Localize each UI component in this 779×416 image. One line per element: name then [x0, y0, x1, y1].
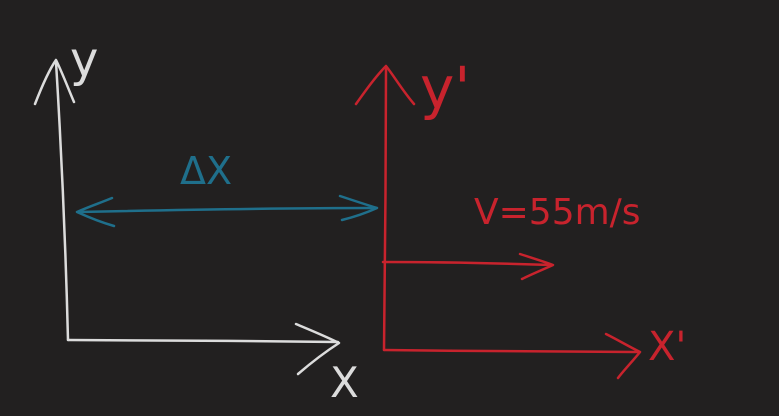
displacement-arrow	[76, 206, 378, 214]
frame-s-prime-y-arrowhead	[354, 64, 416, 106]
frame-s-prime-y-label: y'	[420, 54, 470, 122]
frame-s-x-label: X	[330, 358, 359, 407]
frame-s-prime-y-axis	[382, 66, 388, 352]
velocity-arrowhead	[518, 252, 555, 281]
displacement-right-arrowhead	[338, 194, 379, 222]
frame-s-y-arrowhead	[33, 58, 76, 106]
frame-s-prime-x-arrowhead	[604, 332, 642, 380]
displacement-label: ΔX	[180, 149, 232, 193]
displacement: ΔX	[75, 149, 379, 228]
displacement-left-arrowhead	[75, 196, 116, 228]
frame-s-x-axis	[66, 338, 340, 344]
frame-s-prime: y' X' V=55m/s	[354, 54, 686, 380]
frame-s: y X	[33, 32, 359, 407]
frame-s-prime-x-axis	[382, 348, 640, 354]
velocity-label: V=55m/s	[474, 192, 641, 233]
frame-s-x-arrowhead	[294, 322, 341, 376]
frame-s-prime-x-label: X'	[648, 324, 686, 370]
frame-s-y-label: y	[70, 32, 98, 88]
velocity-arrow	[381, 260, 554, 267]
frame-s-y-axis	[54, 60, 70, 342]
